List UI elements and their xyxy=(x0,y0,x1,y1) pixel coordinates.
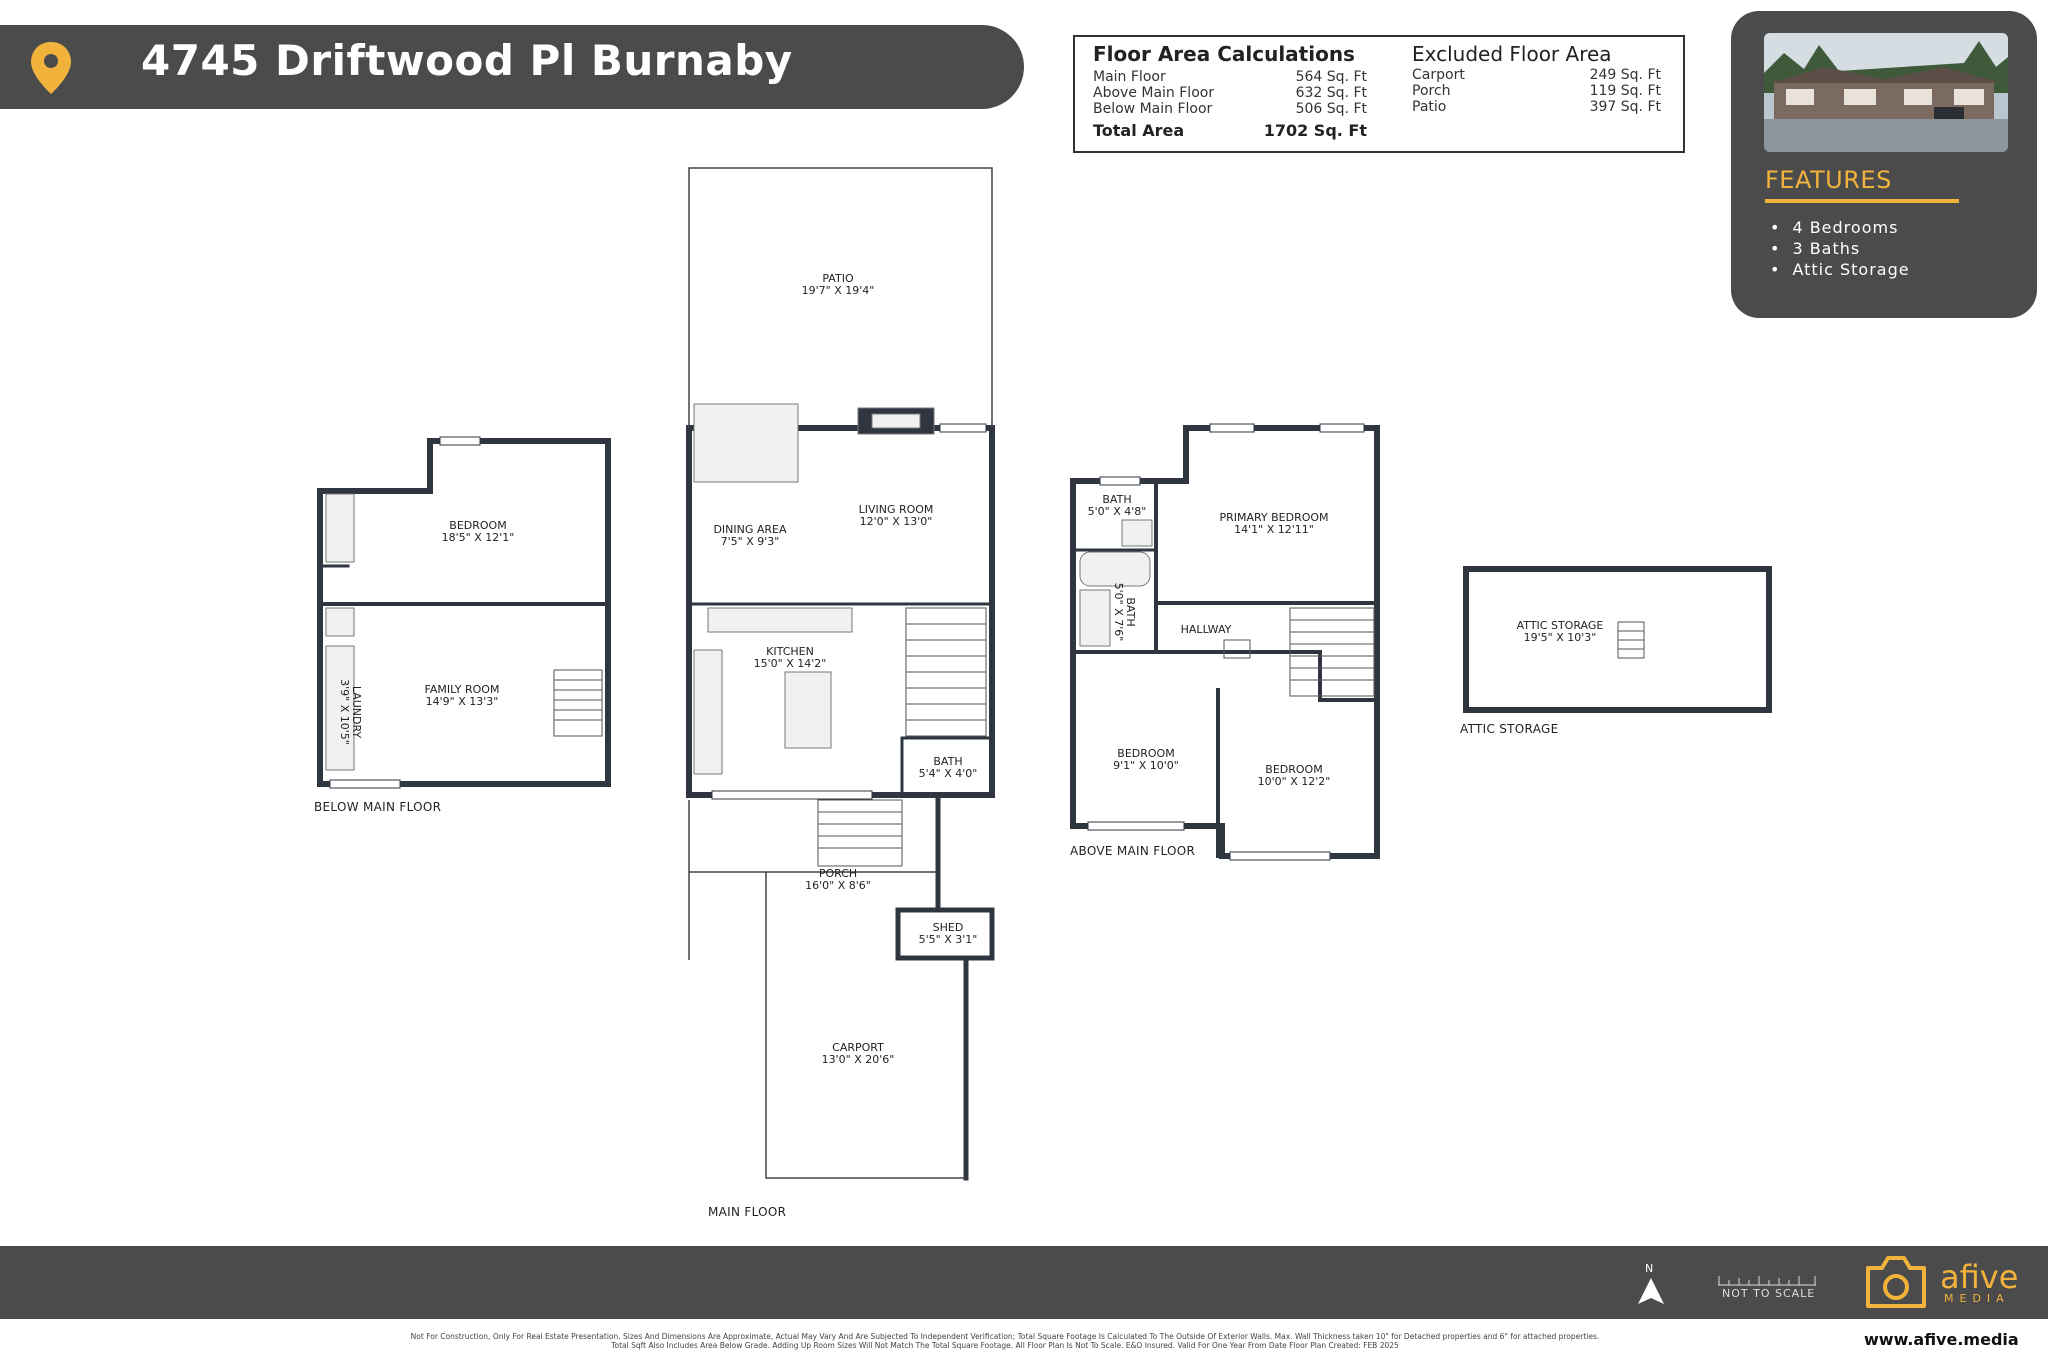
excluded-row-label: Porch xyxy=(1412,83,1451,99)
features-underline xyxy=(1765,199,1959,203)
below-main-floor-walls xyxy=(317,438,611,787)
website-link[interactable]: www.afive.media xyxy=(1864,1330,2019,1349)
floor-area-box xyxy=(1073,35,1685,153)
floor-label-attic: ATTIC STORAGE xyxy=(1460,722,1559,736)
excluded-row-label: Carport xyxy=(1412,67,1465,83)
compass-label: N xyxy=(1645,1262,1654,1275)
feature-item: 4 Bedrooms xyxy=(1770,218,1898,237)
logo-name: afive xyxy=(1940,1258,2019,1296)
excluded-row-value: 397 Sq. Ft xyxy=(1589,99,1661,115)
floor-label-above-main: ABOVE MAIN FLOOR xyxy=(1070,844,1196,858)
camera-logo-icon xyxy=(1866,1256,1926,1308)
map-pin-icon xyxy=(31,42,71,94)
disclaimer-text: Not For Construction, Only For Real Esta… xyxy=(410,1332,1600,1350)
scale-bar-icon xyxy=(1718,1276,1816,1286)
attic-walls xyxy=(1463,566,1772,713)
area-row-label: Above Main Floor xyxy=(1093,85,1215,101)
floor-plan-drawing xyxy=(317,167,1772,1181)
area-row-value: 632 Sq. Ft xyxy=(1295,85,1367,101)
feature-item: Attic Storage xyxy=(1770,260,1910,279)
excluded-row-value: 119 Sq. Ft xyxy=(1589,83,1661,99)
total-area-label: Total Area xyxy=(1093,121,1185,140)
total-area-value: 1702 Sq. Ft xyxy=(1263,121,1367,140)
title-bar xyxy=(0,25,1024,109)
floor-area-title: Floor Area Calculations xyxy=(1093,42,1355,66)
compass-icon xyxy=(1638,1278,1664,1304)
house-photo xyxy=(1764,33,2008,152)
room-hallway: HALLWAY xyxy=(1180,623,1232,636)
feature-item: 3 Baths xyxy=(1770,239,1860,258)
floor-label-main: MAIN FLOOR xyxy=(708,1205,787,1219)
area-row-label: Main Floor xyxy=(1093,69,1166,85)
floor-label-below-main: BELOW MAIN FLOOR xyxy=(314,800,442,814)
above-main-floor-walls xyxy=(1070,425,1380,859)
footer-bar xyxy=(0,1246,2048,1319)
area-row-value: 564 Sq. Ft xyxy=(1295,69,1367,85)
excluded-area-title: Excluded Floor Area xyxy=(1412,42,1612,66)
excluded-row-label: Patio xyxy=(1412,99,1447,115)
not-to-scale-label: NOT TO SCALE xyxy=(1722,1287,1816,1300)
address-title: 4745 Driftwood Pl Burnaby xyxy=(141,36,793,85)
area-row-value: 506 Sq. Ft xyxy=(1295,101,1367,117)
excluded-row-value: 249 Sq. Ft xyxy=(1589,67,1661,83)
logo-subtitle: MEDIA xyxy=(1944,1292,2010,1305)
features-title: FEATURES xyxy=(1765,166,1892,194)
area-row-label: Below Main Floor xyxy=(1093,101,1213,117)
